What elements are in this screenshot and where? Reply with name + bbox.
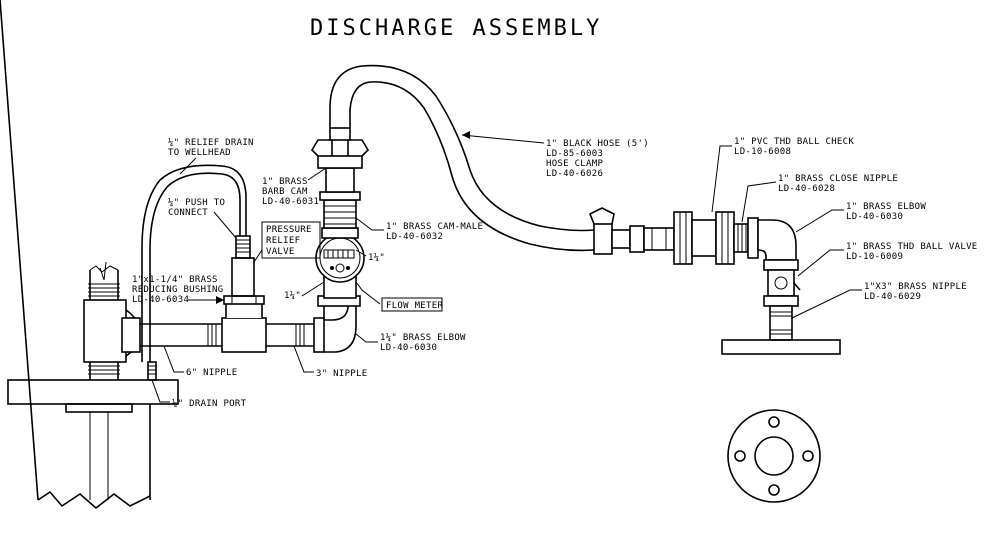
- svg-text:LD-40-6034: LD-40-6034: [132, 295, 189, 305]
- svg-text:LD-40-6026: LD-40-6026: [546, 169, 603, 179]
- svg-text:¼" DRAIN PORT: ¼" DRAIN PORT: [172, 399, 247, 409]
- label-brass-elbow-125: 1¼" BRASS ELBOW LD-40-6030: [355, 333, 466, 353]
- male-adapter: [643, 227, 675, 251]
- svg-text:TO WELLHEAD: TO WELLHEAD: [168, 148, 231, 158]
- svg-text:BARB CAM: BARB CAM: [262, 187, 308, 197]
- svg-text:1¼" BRASS ELBOW: 1¼" BRASS ELBOW: [380, 333, 466, 343]
- svg-text:LD-40-6029: LD-40-6029: [864, 292, 921, 302]
- svg-text:LD-40-6032: LD-40-6032: [386, 232, 443, 242]
- label-ball-valve: 1" BRASS THD BALL VALVE LD-10-6009: [797, 242, 978, 277]
- svg-text:HOSE CLAMP: HOSE CLAMP: [546, 159, 603, 169]
- svg-text:LD-40-6028: LD-40-6028: [778, 184, 835, 194]
- label-flow-meter: FLOW METER: [355, 281, 443, 312]
- svg-text:LD-40-6030: LD-40-6030: [380, 343, 437, 353]
- label-brass-nipple-1x3: 1"X3" BRASS NIPPLE LD-40-6029: [791, 282, 967, 319]
- label-pressure-relief-valve: PRESSURE RELIEF VALVE: [253, 221, 321, 263]
- label-size-upper: 1¼": [355, 249, 385, 263]
- svg-text:LD-40-6031: LD-40-6031: [262, 197, 319, 207]
- svg-text:1" BRASS: 1" BRASS: [262, 177, 308, 187]
- svg-text:1¼": 1¼": [284, 291, 301, 301]
- svg-text:1" BRASS CAM-MALE: 1" BRASS CAM-MALE: [386, 222, 483, 232]
- middle-tee: [221, 295, 267, 353]
- svg-text:1" BRASS CLOSE NIPPLE: 1" BRASS CLOSE NIPPLE: [778, 174, 898, 184]
- label-pvc-ball-check: 1" PVC THD BALL CHECK LD-10-6008: [711, 137, 854, 213]
- label-black-hose: 1" BLACK HOSE (5') LD-85-6003 HOSE CLAMP…: [461, 131, 649, 179]
- hose-cam-coupler: [588, 207, 645, 255]
- label-cam-male: 1" BRASS CAM-MALE LD-40-6032: [355, 217, 483, 242]
- close-nipple: [733, 223, 749, 253]
- pvc-ball-check: [673, 211, 735, 265]
- brass-nipple-1x3: [769, 305, 793, 341]
- label-drain-port: ¼" DRAIN PORT: [151, 379, 247, 409]
- svg-text:1" BLACK HOSE (5'): 1" BLACK HOSE (5'): [546, 139, 649, 149]
- brass-elbow-1in: [747, 217, 797, 261]
- svg-text:1"x1-1/4" BRASS: 1"x1-1/4" BRASS: [132, 275, 218, 285]
- svg-text:LD-10-6008: LD-10-6008: [734, 147, 791, 157]
- flow-meter: [315, 227, 365, 299]
- brass-ball-valve: [763, 259, 801, 307]
- svg-text:FLOW METER: FLOW METER: [386, 301, 443, 311]
- svg-text:LD-40-6030: LD-40-6030: [846, 212, 903, 222]
- cam-male-fitting: [319, 191, 361, 229]
- label-six-inch-nipple: 6" NIPPLE: [163, 345, 237, 378]
- svg-text:1¼": 1¼": [368, 253, 385, 263]
- svg-text:CONNECT: CONNECT: [168, 208, 208, 218]
- svg-text:3" NIPPLE: 3" NIPPLE: [316, 369, 367, 379]
- drain-port-fitting: [147, 361, 157, 381]
- svg-text:1" BRASS THD BALL VALVE: 1" BRASS THD BALL VALVE: [846, 242, 978, 252]
- label-brass-elbow-1in: 1" BRASS ELBOW LD-40-6030: [795, 202, 926, 233]
- flange-plan-view: [727, 409, 821, 503]
- black-hose: [329, 64, 595, 252]
- svg-text:6" NIPPLE: 6" NIPPLE: [186, 368, 237, 378]
- svg-text:LD-85-6003: LD-85-6003: [546, 149, 603, 159]
- six-inch-nipple: [140, 323, 222, 347]
- outlet-flange-side: [721, 339, 841, 355]
- svg-text:LD-10-6009: LD-10-6009: [846, 252, 903, 262]
- svg-text:1" PVC THD BALL CHECK: 1" PVC THD BALL CHECK: [734, 137, 854, 147]
- svg-text:REDUCING BUSHING: REDUCING BUSHING: [132, 285, 224, 295]
- label-reducing-bushing: 1"x1-1/4" BRASS REDUCING BUSHING LD-40-6…: [132, 275, 224, 305]
- wellhead-tee: [83, 299, 141, 363]
- label-close-nipple: 1" BRASS CLOSE NIPPLE LD-40-6028: [741, 174, 898, 223]
- svg-text:VALVE: VALVE: [266, 247, 295, 257]
- svg-text:1" BRASS ELBOW: 1" BRASS ELBOW: [846, 202, 926, 212]
- label-push-to-connect: ¼" PUSH TO CONNECT: [168, 198, 237, 239]
- svg-text:RELIEF: RELIEF: [266, 236, 300, 246]
- pressure-relief-valve: [231, 235, 255, 297]
- svg-text:¼" RELIEF DRAIN: ¼" RELIEF DRAIN: [168, 138, 254, 148]
- label-size-lower: 1¼": [284, 281, 325, 301]
- label-barb-cam: 1" BRASS BARB CAM LD-40-6031: [262, 167, 327, 207]
- svg-text:1"X3" BRASS NIPPLE: 1"X3" BRASS NIPPLE: [864, 282, 967, 292]
- brass-elbow-125: [313, 295, 361, 353]
- diagram-title: DISCHARGE ASSEMBLY: [310, 16, 602, 41]
- barb-cam-coupler: [310, 127, 370, 193]
- label-three-inch-nipple: 3" NIPPLE: [293, 345, 367, 379]
- svg-text:PRESSURE: PRESSURE: [266, 225, 312, 235]
- label-relief-drain: ¼" RELIEF DRAIN TO WELLHEAD: [168, 138, 254, 175]
- wellhead-flange: [0, 0, 179, 510]
- svg-text:¼" PUSH TO: ¼" PUSH TO: [168, 198, 225, 208]
- three-inch-nipple: [266, 323, 314, 347]
- relief-drain-tube: [141, 164, 247, 362]
